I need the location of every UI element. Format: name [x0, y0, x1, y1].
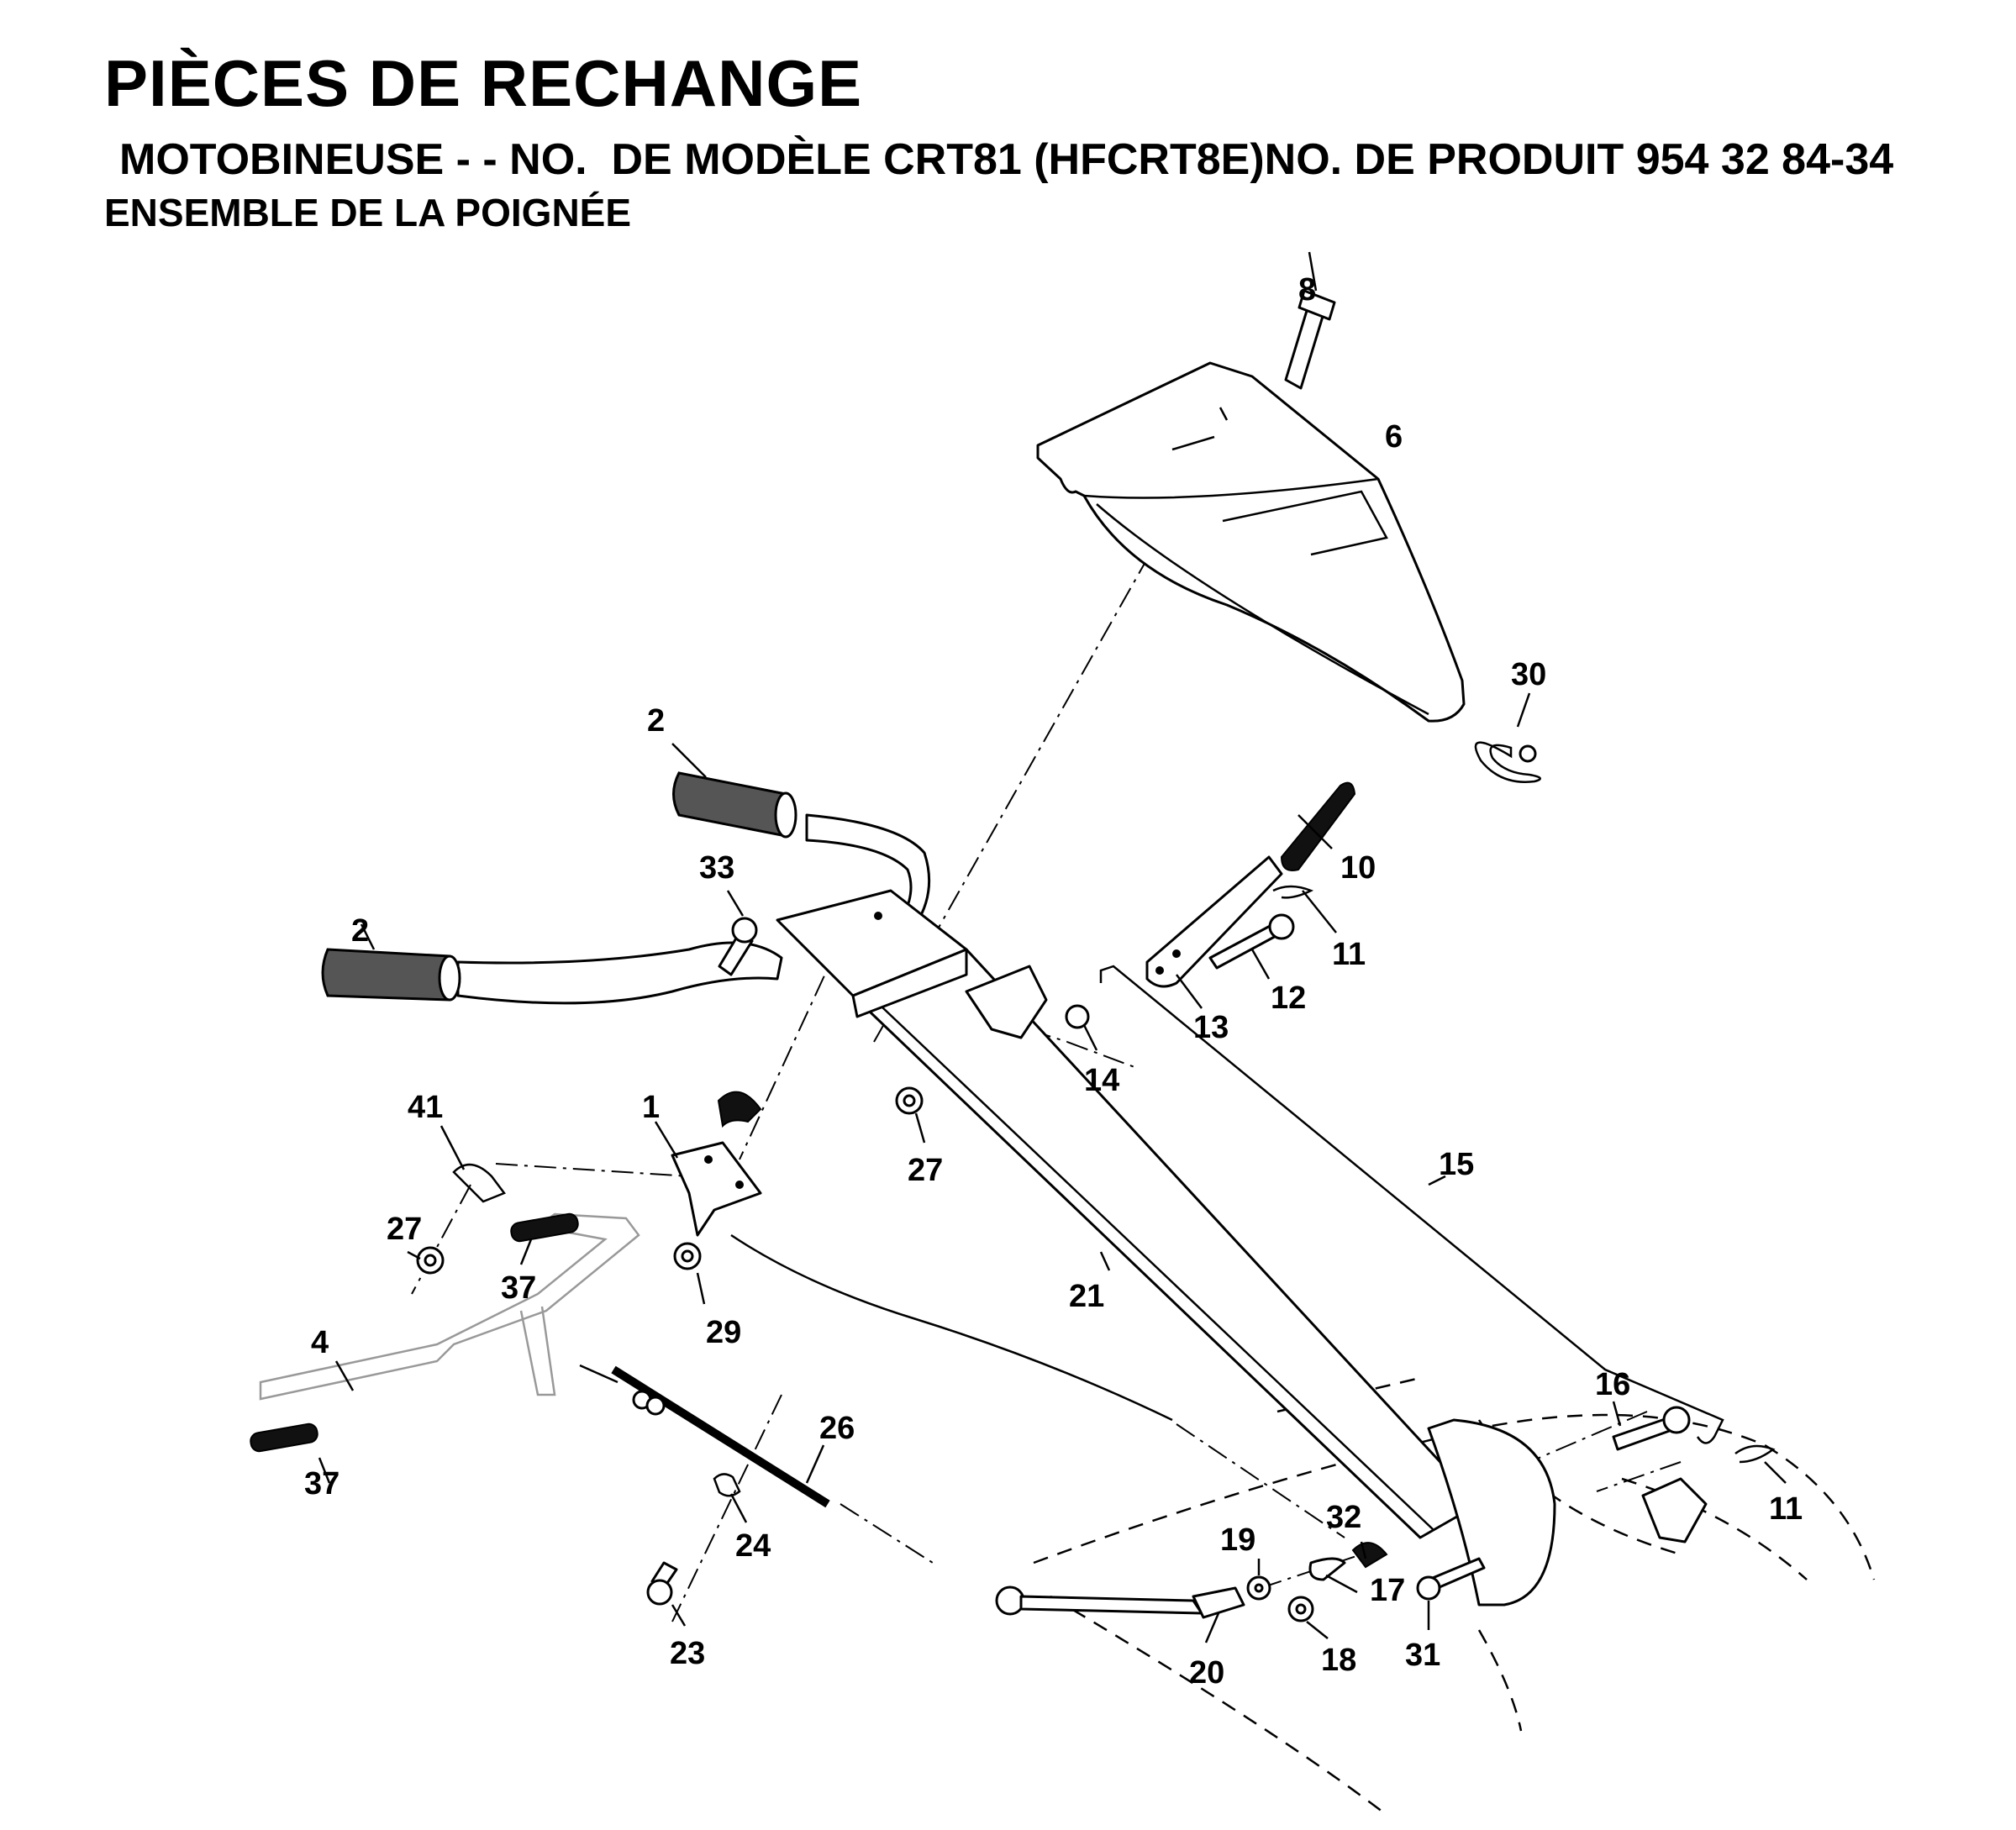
label-part-23: 23	[670, 1636, 705, 1671]
part-32-knob	[1351, 1542, 1388, 1569]
control-cable	[730, 1233, 1173, 1422]
part-21-handle-tube	[851, 948, 1556, 1607]
part-10-grip	[1280, 781, 1356, 871]
part-23-bolt	[646, 1561, 678, 1606]
label-part-26: 26	[819, 1411, 855, 1446]
part-11-hairpin-lower	[1734, 1444, 1776, 1464]
label-part-6: 6	[1385, 419, 1403, 455]
part-37-tube-lower	[250, 1422, 318, 1453]
part-6-console	[1036, 361, 1466, 723]
part-2-grip-upper	[672, 771, 797, 839]
label-part-12: 12	[1271, 981, 1306, 1016]
part-37-tube-upper	[510, 1212, 579, 1243]
label-part-32: 32	[1326, 1500, 1361, 1535]
leader-lines	[318, 743, 1787, 1643]
part-4-frame	[259, 1212, 640, 1401]
part-17-spacer	[1308, 1557, 1346, 1581]
label-part-14: 14	[1084, 1063, 1119, 1098]
part-11-hairpin-upper	[1272, 885, 1314, 899]
label-part-4: 4	[311, 1325, 329, 1360]
label-part-20: 20	[1189, 1655, 1224, 1691]
label-part-19: 19	[1220, 1522, 1255, 1558]
label-part-16: 16	[1595, 1367, 1630, 1402]
label-part-1: 1	[642, 1090, 660, 1125]
part-16-bolt	[1612, 1406, 1691, 1451]
label-part-10: 10	[1340, 850, 1376, 886]
part-handlebar	[456, 813, 968, 1018]
label-part-41: 41	[408, 1090, 443, 1125]
label-part-2-lower: 2	[351, 913, 369, 949]
part-24-clip	[713, 1473, 741, 1497]
label-part-11-upper: 11	[1332, 937, 1366, 972]
part-33-bolt	[718, 917, 758, 976]
label-part-13: 13	[1193, 1010, 1229, 1045]
part-20-shift-lever	[995, 1585, 1245, 1619]
part-19-washer	[1246, 1575, 1271, 1601]
part-31-screw	[1416, 1557, 1486, 1601]
label-part-31: 31	[1405, 1638, 1440, 1673]
part-1-bracket	[671, 1091, 762, 1237]
label-part-27-right: 27	[908, 1153, 943, 1188]
label-part-24: 24	[735, 1528, 771, 1564]
page-title: PIÈCES DE RECHANGE	[104, 46, 863, 120]
label-part-29: 29	[706, 1315, 741, 1350]
side-bracket	[965, 965, 1048, 1039]
section-title: ENSEMBLE DE LA POIGNÉE	[104, 191, 632, 234]
model-subtitle: MOTOBINEUSE - - NO. DE MODÈLE CRT81 (HFC…	[119, 135, 1894, 184]
label-part-17: 17	[1370, 1573, 1405, 1608]
part-30-ring	[1474, 692, 1541, 783]
label-part-2-upper: 2	[647, 703, 665, 739]
label-part-18: 18	[1321, 1643, 1356, 1678]
part-13-lever	[1145, 855, 1283, 988]
label-part-15: 15	[1439, 1147, 1474, 1182]
part-26-cable	[579, 1364, 830, 1508]
part-8-screw	[1284, 251, 1336, 390]
label-part-33: 33	[699, 850, 734, 886]
label-part-11-lower: 11	[1769, 1491, 1803, 1527]
label-part-30: 30	[1511, 657, 1546, 692]
part-41-clip	[452, 1164, 506, 1203]
part-rear-bracket	[1641, 1477, 1708, 1543]
part-18-nut	[1287, 1596, 1314, 1622]
part-12-bolt	[1208, 913, 1295, 970]
label-part-37-upper: 37	[501, 1270, 536, 1306]
label-part-37-lower: 37	[304, 1466, 340, 1501]
label-part-27-left: 27	[387, 1212, 422, 1247]
part-nuts	[416, 1004, 1090, 1275]
part-2-grip-lower	[321, 948, 461, 1002]
part-15-rod	[1099, 965, 1724, 1444]
label-part-21: 21	[1069, 1279, 1104, 1314]
label-part-8: 8	[1298, 272, 1316, 308]
part-number-labels: 8 6 30 2 10 33 2 11 12 13 14 41 1 27 15 …	[304, 272, 1803, 1691]
